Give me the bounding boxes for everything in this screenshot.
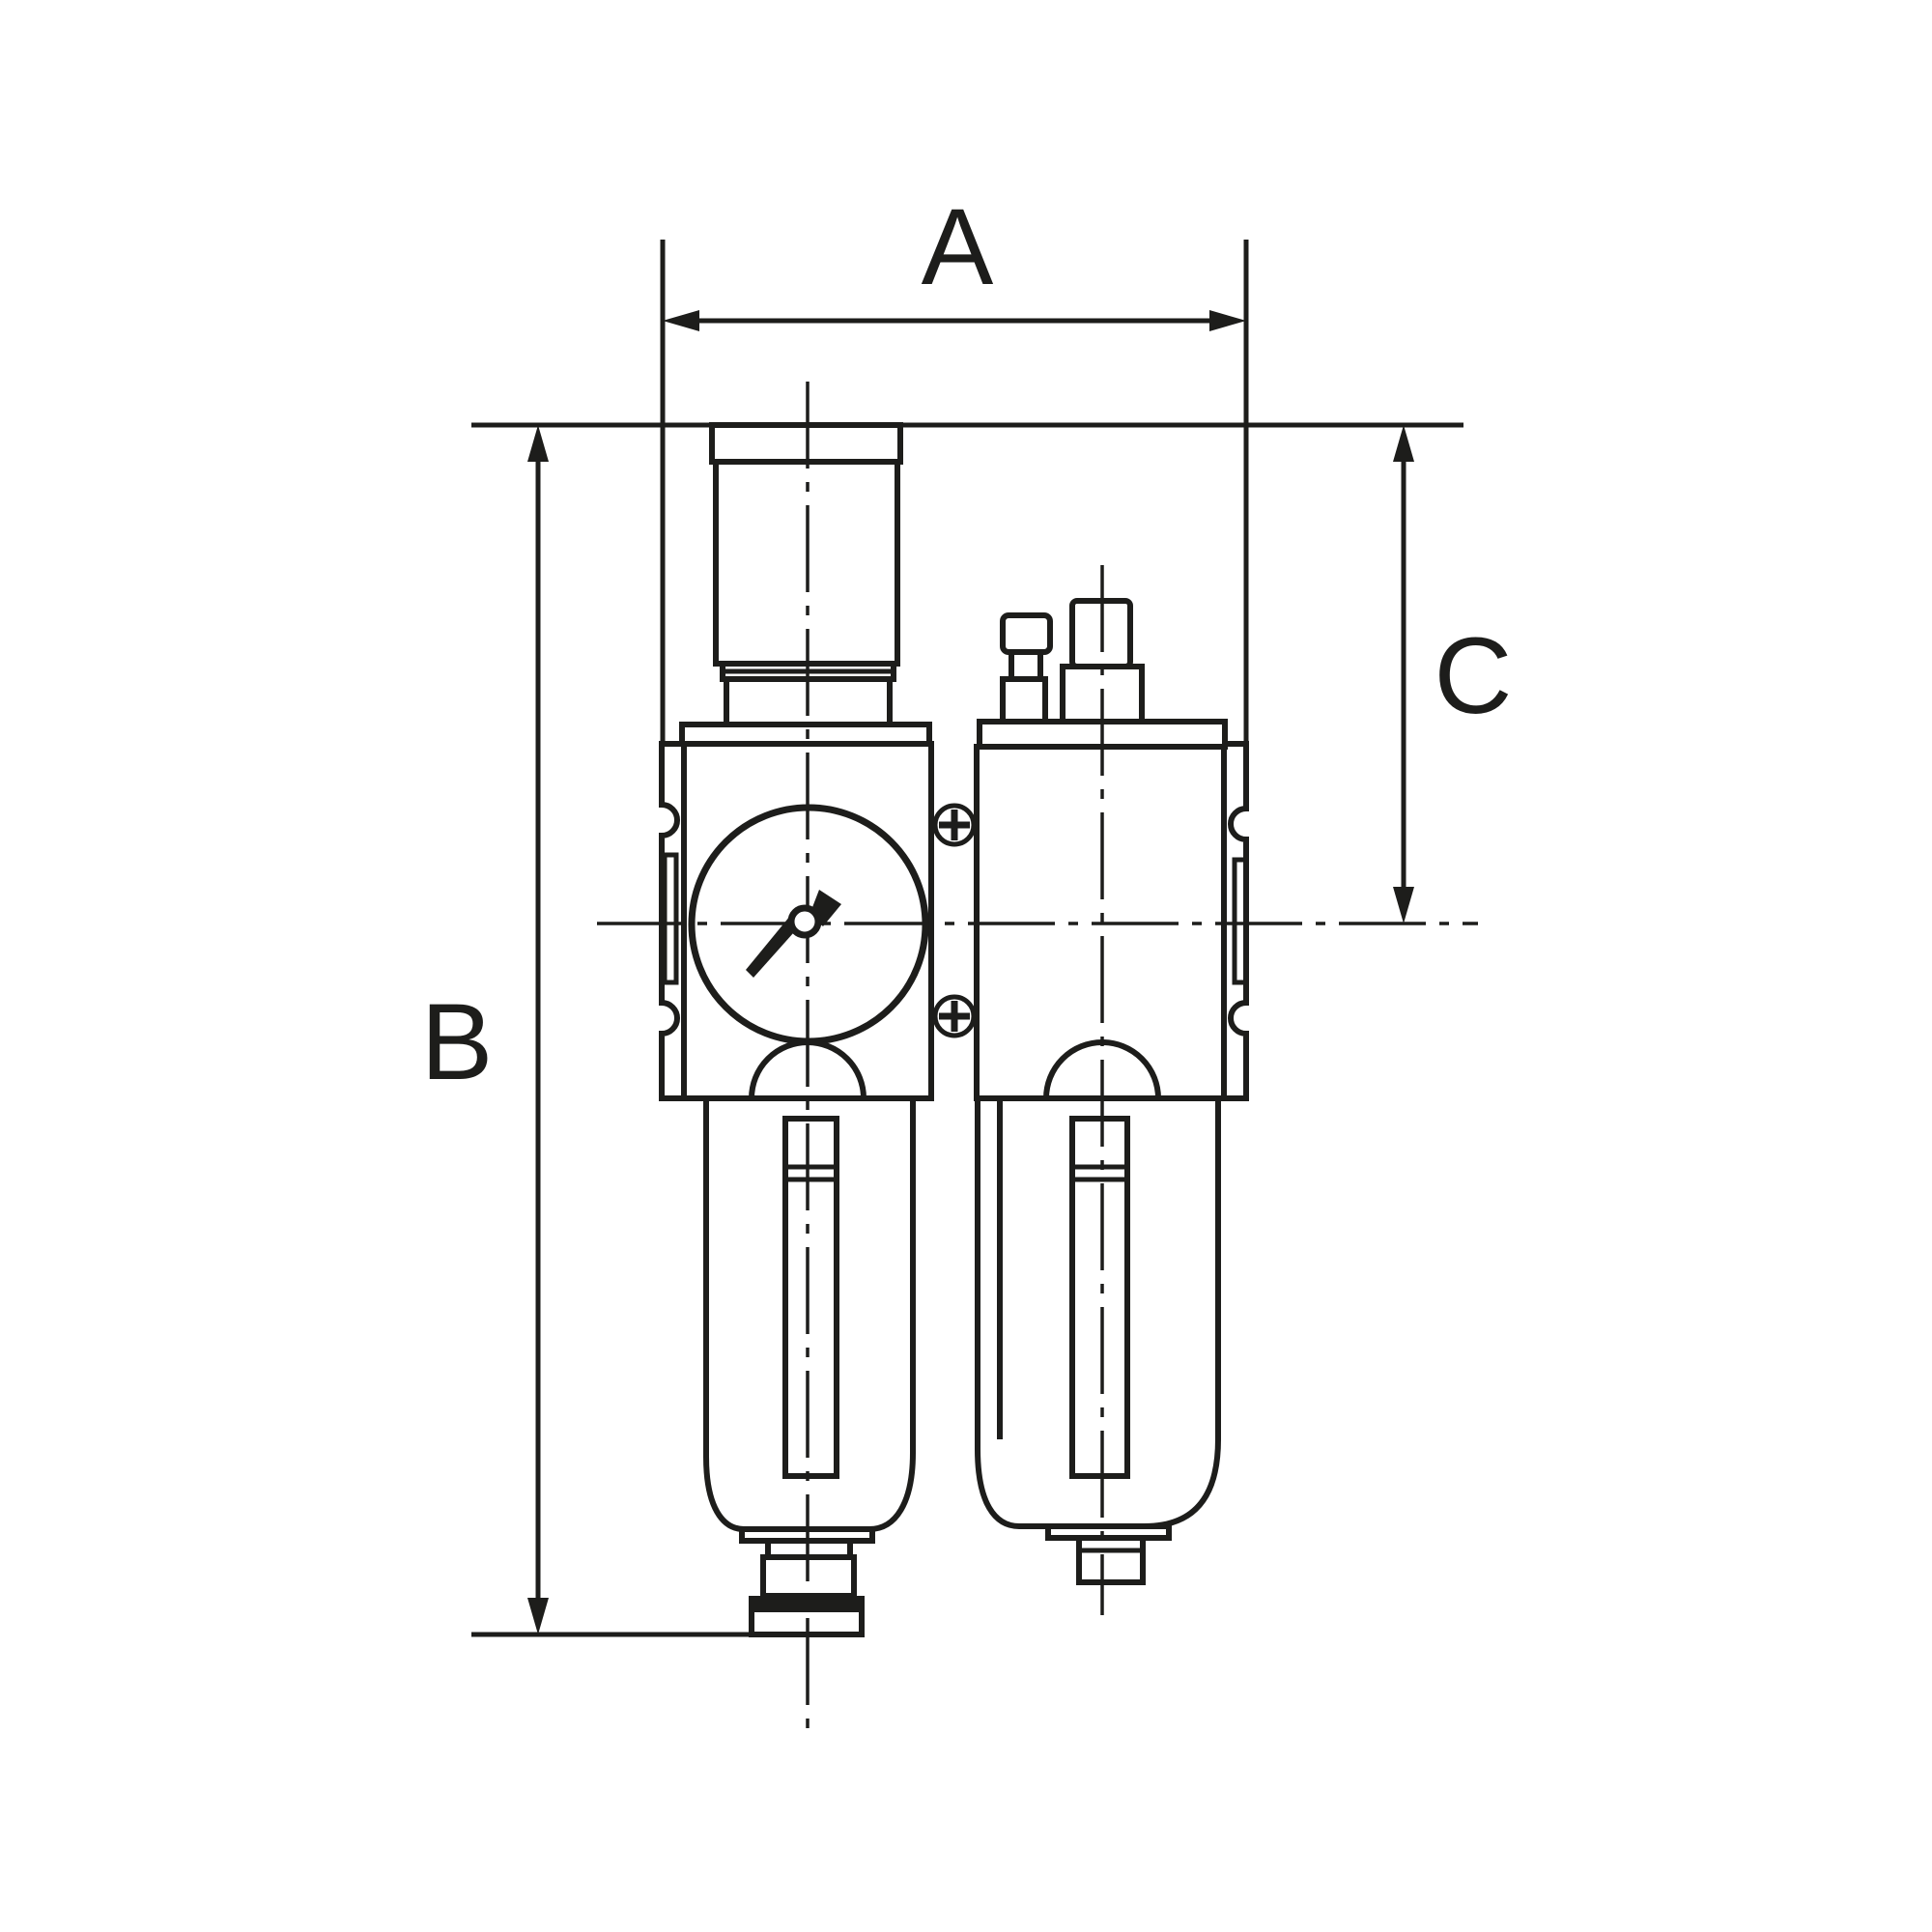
screw-bottom (932, 994, 977, 1038)
filter-regulator-unit (659, 422, 934, 1637)
dimension-label-B: B (421, 981, 494, 1102)
drain-seal-band (749, 1596, 865, 1609)
lubricator-bowl (975, 1098, 1221, 1529)
dimension-label-A: A (922, 186, 994, 307)
lubricator-dome-arc (1043, 1039, 1161, 1099)
fill-plug-head (1000, 612, 1053, 655)
regulator-body (681, 741, 934, 1101)
screw-top (932, 803, 977, 847)
arrowhead-down-icon (1393, 887, 1414, 923)
dimension-label-C: C (1435, 615, 1513, 736)
mounting-bracket-left (659, 741, 684, 1101)
lubricator-drain-block (1076, 1535, 1146, 1585)
filter-sight-tube (782, 1116, 839, 1479)
mounting-slot-left (662, 852, 679, 985)
arrowhead-left-icon (663, 310, 699, 331)
drain-knob (749, 1606, 865, 1637)
gauge-needle-tail (746, 916, 802, 978)
dimension-C: C (1393, 425, 1512, 923)
fill-plug-base (1000, 676, 1048, 724)
connector-strip (932, 803, 977, 1038)
lubricator-unit (974, 598, 1249, 1585)
filter-bowl (703, 1098, 916, 1532)
dimension-A: A (663, 186, 1246, 331)
arrowhead-right-icon (1209, 310, 1246, 331)
arrowhead-up-icon (527, 425, 549, 462)
arrowhead-up-icon (1393, 425, 1414, 462)
arrowhead-down-icon (527, 1598, 549, 1634)
centerlines (597, 382, 1478, 1737)
dimension-B: B (421, 425, 549, 1634)
filter-dome-arc (749, 1039, 867, 1099)
lubricator-sight-tube (1069, 1116, 1130, 1479)
mounting-slot-right (1232, 857, 1249, 985)
fill-plug-stem (1009, 649, 1043, 682)
lubricator-body (974, 744, 1227, 1101)
gauge-needle-hub (787, 904, 822, 939)
dimension-lines: A B C (421, 186, 1512, 1637)
